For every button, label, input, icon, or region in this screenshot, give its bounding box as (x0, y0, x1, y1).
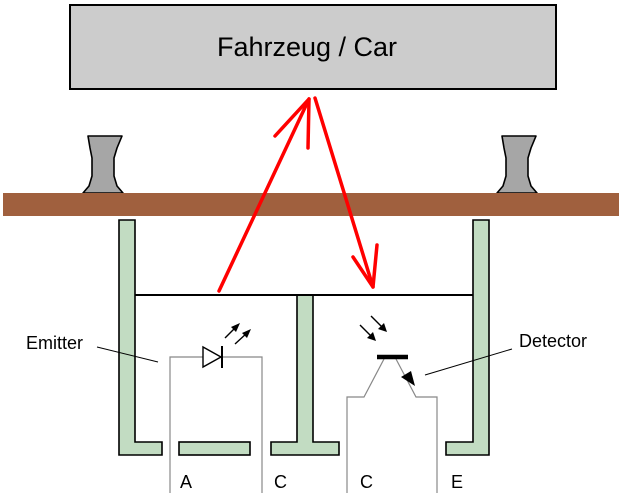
rail-left (82, 135, 124, 194)
detector-leader-line (424, 348, 513, 376)
housing-divider-tee (270, 294, 340, 456)
light-reception-arrows-icon (359, 315, 387, 341)
light-emission-arrows-icon (224, 323, 251, 345)
beam-down (313, 96, 375, 289)
housing-left-wall (118, 219, 163, 456)
car-label: Fahrzeug / Car (217, 32, 397, 62)
detector-wire-left (346, 358, 385, 493)
detector-wire-right (395, 358, 438, 493)
light-beam (217, 96, 379, 293)
housing-right-wall (445, 219, 490, 456)
emitter-circuit: Emitter A C (26, 323, 287, 493)
pin-label-c-detector: C (360, 472, 373, 492)
emitter-label: Emitter (26, 333, 83, 353)
pin-label-a: A (180, 472, 192, 492)
car-rect (69, 4, 557, 90)
beam-up-arrowhead-icon (273, 97, 311, 150)
car-box: Fahrzeug / Car (69, 4, 557, 90)
sensor-housing (118, 219, 490, 456)
detector-label: Detector (519, 331, 587, 351)
beam-down-arrowhead-icon (351, 243, 379, 289)
rail-right (496, 135, 538, 194)
detector-circuit: Detector C E (346, 315, 587, 493)
pin-label-e: E (451, 472, 463, 492)
pin-label-c-emitter: C (274, 472, 287, 492)
housing-bottom-bar (178, 441, 251, 456)
emitter-leader-line (96, 346, 159, 363)
led-diode-icon (202, 345, 223, 369)
phototransistor-emitter-arrow-icon (401, 371, 415, 386)
beam-up (217, 97, 311, 293)
track-bed (3, 193, 619, 216)
